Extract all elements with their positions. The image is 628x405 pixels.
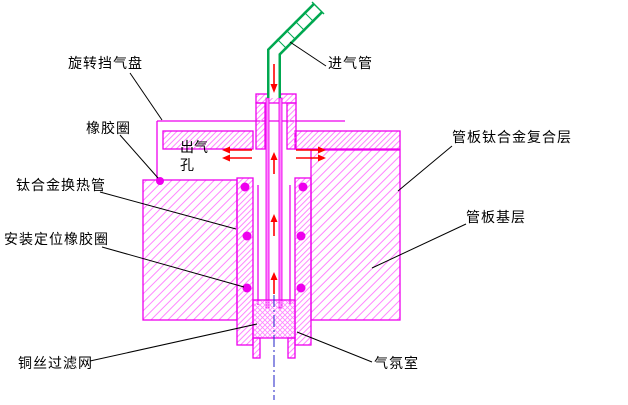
gas-flow-arrows [222, 64, 326, 294]
label-outlet-hole: 出气孔 [180, 141, 208, 174]
leader-heat-exchange-tube [99, 191, 237, 230]
label-heat-exchange-tube: 钛合金换热管 [16, 179, 106, 194]
leader-lines [89, 41, 467, 363]
label-base-layer: 管板基层 [466, 211, 526, 226]
leader-positioning-ring [101, 246, 245, 288]
inlet-pipe-drawing [267, 1, 325, 98]
leader-inlet-pipe [289, 41, 327, 67]
rubber-ring-seal [156, 177, 164, 185]
leader-filter-mesh [89, 323, 258, 362]
label-inlet-pipe: 进气管 [328, 57, 373, 72]
filter-skirt [252, 337, 296, 359]
label-rotating-baffle: 旋转挡气盘 [68, 57, 143, 72]
heat-exchange-tube-walls [236, 177, 312, 346]
leader-atmosphere-chamber [296, 331, 373, 363]
o-ring-seals [156, 177, 308, 293]
leader-rubber-ring [119, 134, 159, 179]
leader-base-layer [371, 223, 467, 269]
leader-composite-layer [397, 145, 453, 192]
positioning-ring-seal [242, 283, 252, 293]
label-positioning-ring: 安装定位橡胶圈 [4, 233, 109, 248]
label-filter-mesh: 铜丝过滤网 [18, 357, 93, 372]
leader-rotating-baffle [129, 72, 163, 121]
positioning-ring-seal [242, 231, 252, 241]
tube-plate-base-layer [142, 149, 401, 321]
label-rubber-ring: 橡胶圈 [86, 122, 131, 137]
rotating-baffle-disk [156, 120, 345, 180]
label-atmosphere-chamber: 气氛室 [374, 357, 419, 372]
pipe-fitting [255, 93, 297, 150]
label-composite-layer: 管板钛合金复合层 [452, 131, 572, 146]
